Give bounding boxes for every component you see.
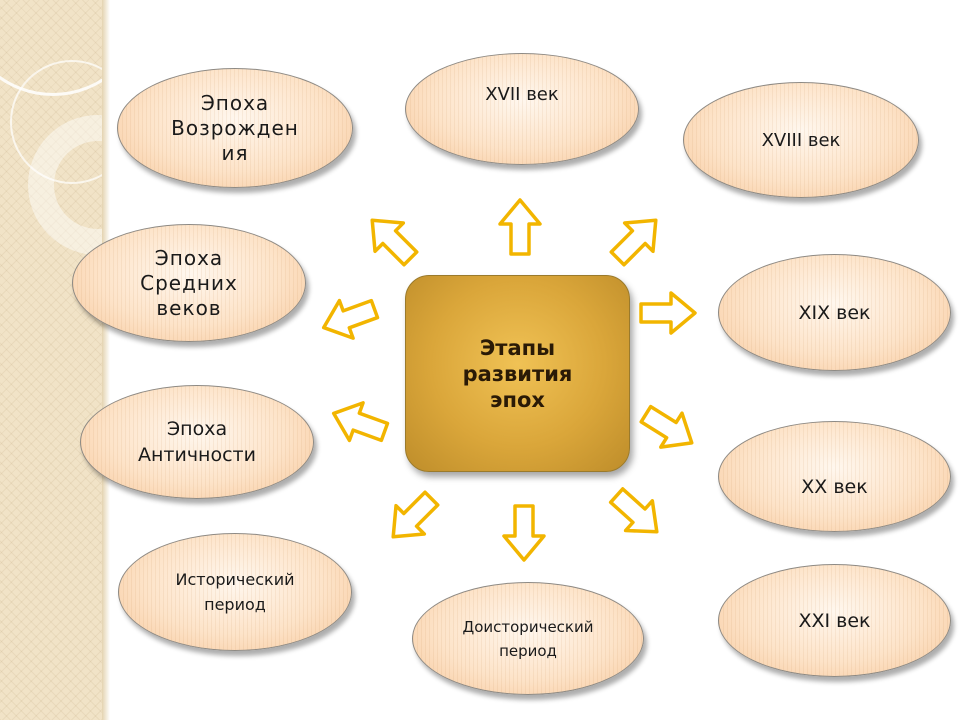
center-title: Этапы развития эпох [462, 335, 573, 412]
node-21st-century: XXI век [718, 564, 951, 677]
node-19th-century: XIX век [718, 254, 951, 371]
decorative-side-strip [0, 0, 102, 720]
arrow-icon [609, 218, 658, 267]
node-label: XIX век [798, 301, 871, 324]
node-label: XVIII век [761, 129, 841, 151]
node-middle-ages: Эпоха Средних веков [72, 224, 306, 342]
node-historical: Исторический период [118, 533, 352, 651]
node-18th-century: XVIII век [683, 82, 919, 198]
arrow-icon [639, 404, 694, 449]
node-label: XX век [801, 476, 868, 498]
node-prehistoric: Доисторический период [412, 582, 644, 695]
node-label: Эпоха Античности [138, 418, 256, 466]
arrow-icon [331, 401, 390, 443]
arrow-icon [370, 218, 419, 267]
node-label: Эпоха Средних веков [140, 245, 238, 320]
center-box: Этапы развития эпох [405, 275, 630, 472]
node-label: Доисторический период [462, 617, 594, 660]
arrow-icon [498, 198, 542, 256]
node-antiquity: Эпоха Античности [80, 385, 314, 499]
node-label: Исторический период [175, 570, 295, 614]
arrow-icon [502, 504, 546, 562]
arrow-icon [639, 291, 697, 335]
node-17th-century: XVII век [405, 53, 639, 165]
node-label: XXI век [798, 609, 871, 632]
strip-edge [102, 0, 110, 720]
node-label: XVII век [485, 84, 559, 105]
node-label: Эпоха Возрожден ия [171, 90, 299, 165]
arrow-icon [608, 487, 659, 534]
arrow-icon [391, 490, 440, 539]
node-renaissance: Эпоха Возрожден ия [117, 68, 353, 188]
arrow-icon [321, 298, 380, 340]
